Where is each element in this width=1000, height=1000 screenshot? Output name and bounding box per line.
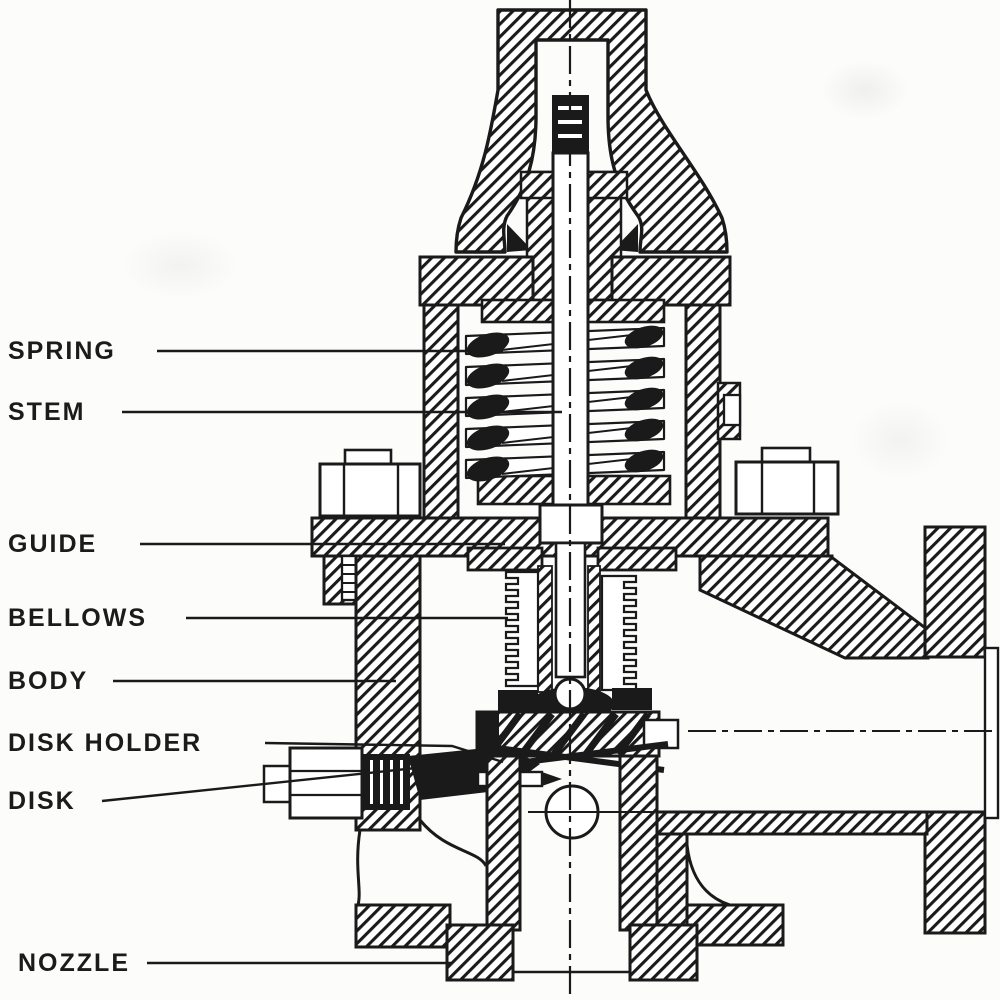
label-nozzle: NOZZLE: [18, 949, 130, 977]
outlet-floor: [648, 810, 929, 836]
outlet-flange-upper: [923, 525, 987, 659]
bellows-right-folds: [600, 574, 638, 692]
outlet-flange-face: [983, 646, 1000, 820]
label-bellows: BELLOWS: [8, 604, 147, 632]
label-stem: STEM: [8, 398, 86, 426]
label-disk-holder: DISK HOLDER: [8, 729, 203, 757]
bonnet-top-plate: [418, 255, 732, 307]
guide: [466, 546, 678, 572]
bellows-left-folds: [504, 570, 540, 688]
inlet-flange-left: [354, 903, 452, 949]
disk-holder: [475, 710, 680, 758]
right-bonnet-bolt: [734, 446, 840, 516]
nozzle: [445, 754, 699, 982]
label-spring: SPRING: [8, 337, 116, 365]
leader-disk: [101, 766, 417, 803]
nozzle-foot-left: [445, 923, 515, 982]
label-guide: GUIDE: [8, 530, 98, 558]
cap: [454, 8, 729, 254]
outlet-roof: [698, 554, 930, 660]
left-bonnet-bolt: [318, 448, 422, 518]
leader-lines: [101, 349, 562, 965]
body-right: [648, 525, 1000, 947]
label-body: BODY: [8, 667, 89, 695]
label-disk: DISK: [8, 787, 76, 815]
outlet-flange-lower: [923, 810, 987, 935]
leader-disk-holder: [264, 741, 504, 764]
nozzle-foot-right: [628, 923, 699, 982]
inlet-flange-right: [685, 903, 785, 947]
